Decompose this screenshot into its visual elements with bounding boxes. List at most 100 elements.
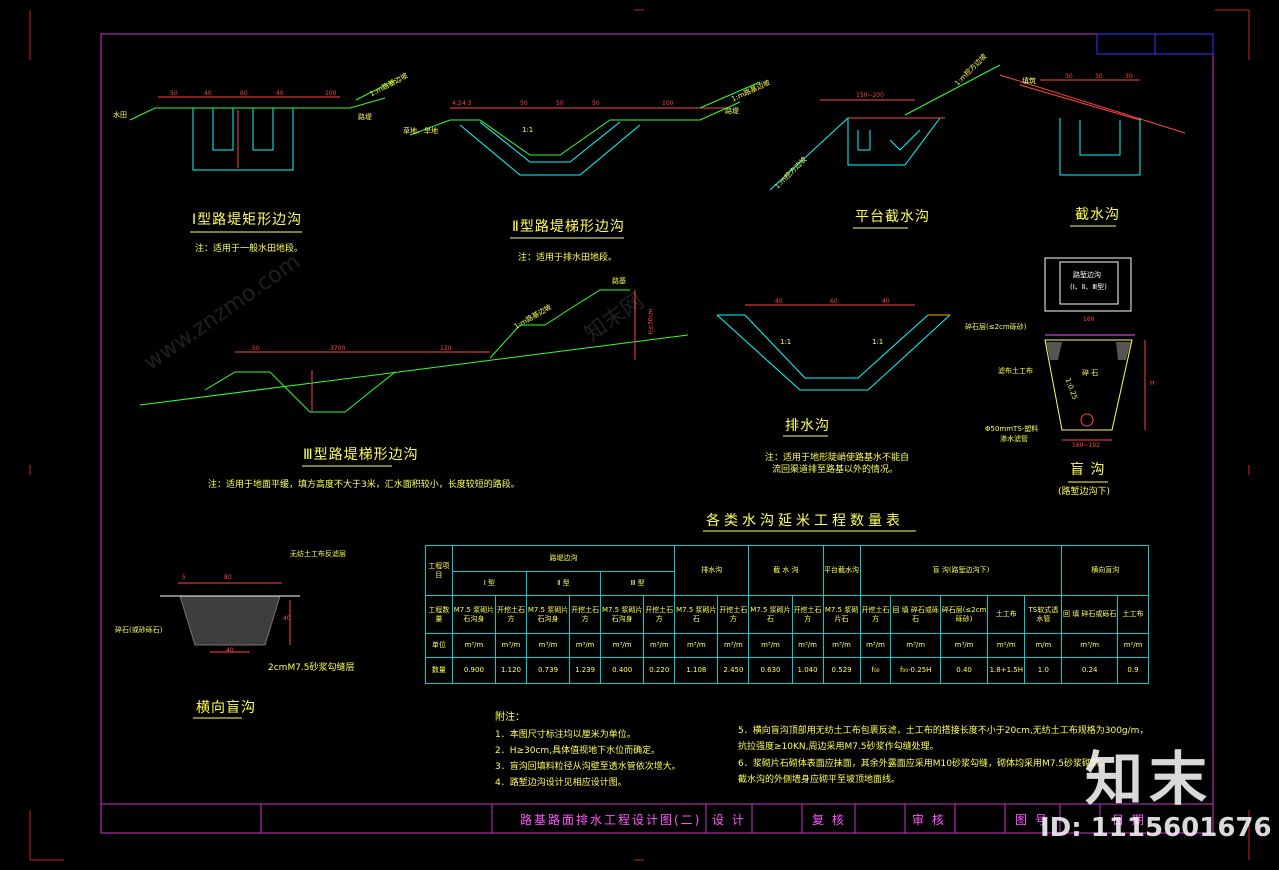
value-cell: 0.40 (939, 657, 989, 684)
note-line: 4．路堑边沟设计见相应设计图。 (495, 778, 627, 788)
col-head: M7.5 浆砌片石 (674, 595, 719, 634)
unit-cell: m²/m (987, 633, 1026, 658)
title-block (101, 803, 1213, 833)
hdr-roadside: 路堤边沟 (451, 545, 676, 572)
outer-frame (29, 9, 1250, 861)
blind-label-box2: (Ⅰ、Ⅱ、Ⅲ型) (1070, 283, 1107, 291)
type3-caption: Ⅲ型路堤梯形边沟 (303, 447, 419, 463)
blind-dim-top: 160 (1083, 316, 1095, 323)
type2-ditch-drawing (409, 81, 761, 176)
value-cell: 1.040 (791, 657, 824, 684)
type1-caption: Ⅰ型路堤矩形边沟 (192, 212, 303, 228)
unit-cell: m³/m (822, 633, 861, 658)
row-label-unit: 单位 (425, 633, 453, 658)
note-line: 1．本图尺寸标注均以厘米为单位。 (495, 730, 636, 740)
tb-design: 设 计 (712, 813, 746, 827)
type2-label-s1: 1:1 (522, 126, 534, 134)
unit-cell: m³/m (859, 633, 892, 658)
hdr-drain: 排水沟 (674, 545, 750, 596)
row-label-qty: 数量 (425, 657, 453, 684)
blind-caption: 盲 沟 (1070, 462, 1106, 478)
unit-cell: m³/m (939, 633, 989, 658)
col-head: 回 填 碎石或砾石 (890, 595, 941, 634)
value-cell: 0.400 (600, 657, 645, 684)
hdr-platform: 平台截水沟 (822, 545, 861, 596)
trans-dim-h: 40 (283, 615, 291, 622)
value-cell: 0.739 (525, 657, 571, 684)
type3-label-top: 路基 (612, 277, 626, 285)
value-cell: 0.9 (1117, 657, 1149, 684)
drain-note-1: 注：适用于地形陡峭使路基水不能自 (765, 453, 910, 463)
blind-label-pipe-1: Φ50mmTS-塑料 (985, 425, 1039, 433)
col-head: 开挖土石方 (717, 595, 750, 634)
unit-cell: m³/m (643, 633, 676, 658)
table-row-values: 数量 0.900 1.120 0.739 1.239 0.400 0.220 1… (425, 657, 1149, 684)
corner-box (1096, 33, 1214, 55)
tb-date: 日 期 (1112, 813, 1146, 827)
blind-label-stone: 碎 石 (1082, 369, 1099, 377)
value-cell: 1.0 (1024, 657, 1063, 684)
caption-underlines (190, 225, 1116, 719)
drain-label-s2: 1:1 (872, 338, 884, 346)
hdr-type3: Ⅲ 型 (600, 571, 676, 596)
intercept-ditch-drawing (999, 74, 1186, 176)
note-line: 截水沟的外侧墙身应砌平至坡顶地面线。 (738, 775, 901, 785)
value-cell: 2.450 (717, 657, 750, 684)
type2-dim-3: 50 (520, 100, 528, 107)
row-label-qty-item: 工程数量 (425, 595, 453, 634)
type1-note: 注：适用于一般水田地段。 (195, 244, 304, 254)
type2-dim-6: 100 (662, 100, 674, 107)
inner-frame (100, 33, 1214, 834)
drain-ditch-drawing (716, 304, 951, 391)
value-cell: 1.108 (674, 657, 719, 684)
value-cell: f₀₀-0.25H (890, 657, 941, 684)
value-cell: 0.24 (1061, 657, 1118, 684)
value-cell: 0.220 (643, 657, 676, 684)
blind-dim-bot: 160~192 (1072, 442, 1100, 449)
note-line: 3．盲沟回填料粒径从沟壁至透水管依次增大。 (495, 762, 681, 772)
col-head: 土工布 (987, 595, 1026, 634)
intercept-dim-3: 30 (1125, 73, 1133, 80)
type1-dim-2: 40 (204, 90, 212, 97)
type3-dim-1: 50 (252, 345, 260, 352)
blind-dim-h: H (1150, 380, 1155, 387)
sheet-title: 路基路面排水工程设计图(二) (520, 813, 702, 827)
table-title: 各类水沟延米工程数量表 (706, 513, 904, 529)
type1-dim-4: 40 (276, 90, 284, 97)
unit-cell: m³/m (600, 633, 645, 658)
blind-ditch-drawing (1044, 257, 1146, 441)
drain-dim-2: 60 (830, 298, 838, 305)
col-head: 碎石层(≤2cm砾砂) (939, 595, 989, 634)
type3-dim-2: 3700 (330, 345, 346, 352)
hdr-item: 工程项目 (425, 545, 453, 596)
intercept-label-top: 填筑 (1022, 77, 1036, 85)
value-cell: 1.239 (569, 657, 602, 684)
drain-label-s1: 1:1 (780, 338, 792, 346)
tb-review: 复 核 (812, 813, 846, 827)
col-head: M7.5 浆砌片石沟身 (451, 595, 497, 634)
col-head: 开挖土石方 (495, 595, 527, 634)
type2-caption: Ⅱ型路堤梯形边沟 (512, 219, 625, 235)
unit-cell: m³/m (791, 633, 824, 658)
unit-cell: m³/m (674, 633, 719, 658)
platform-ditch-drawing (769, 64, 1001, 191)
hdr-blind: 盲 沟(路堑边沟下) (859, 545, 1063, 596)
hdr-trans: 横向盲沟 (1061, 545, 1149, 596)
trans-label-fabric: 无纺土工布反滤层 (290, 550, 346, 558)
value-cell: f₀₀ (859, 657, 892, 684)
value-cell: 1.120 (495, 657, 527, 684)
note-line: 5．横向盲沟顶部用无纺土工布包裹反滤，土工布的搭接长度不小于20cm,无纺土工布… (738, 726, 1149, 736)
unit-cell: m/m (1024, 633, 1063, 658)
tb-drawing-no: 图 号 (1015, 813, 1049, 827)
trans-dim-top: 80 (224, 574, 232, 581)
col-head: 开挖土石方 (859, 595, 892, 634)
type3-note: 注：适用于地面平缓，填方高度不大于3米，汇水面积较小，长度较短的路段。 (208, 480, 520, 490)
type1-ditch-drawing (129, 79, 396, 171)
col-head: 开挖土石方 (791, 595, 824, 634)
notes-heading: 附注： (495, 712, 525, 723)
blind-label-box: 路堑边沟 (1073, 271, 1101, 279)
col-head: 回 填 碎石或砾石 (1061, 595, 1118, 634)
value-cell: 1.8+1.5H (987, 657, 1026, 684)
col-head: 土工布 (1117, 595, 1149, 634)
